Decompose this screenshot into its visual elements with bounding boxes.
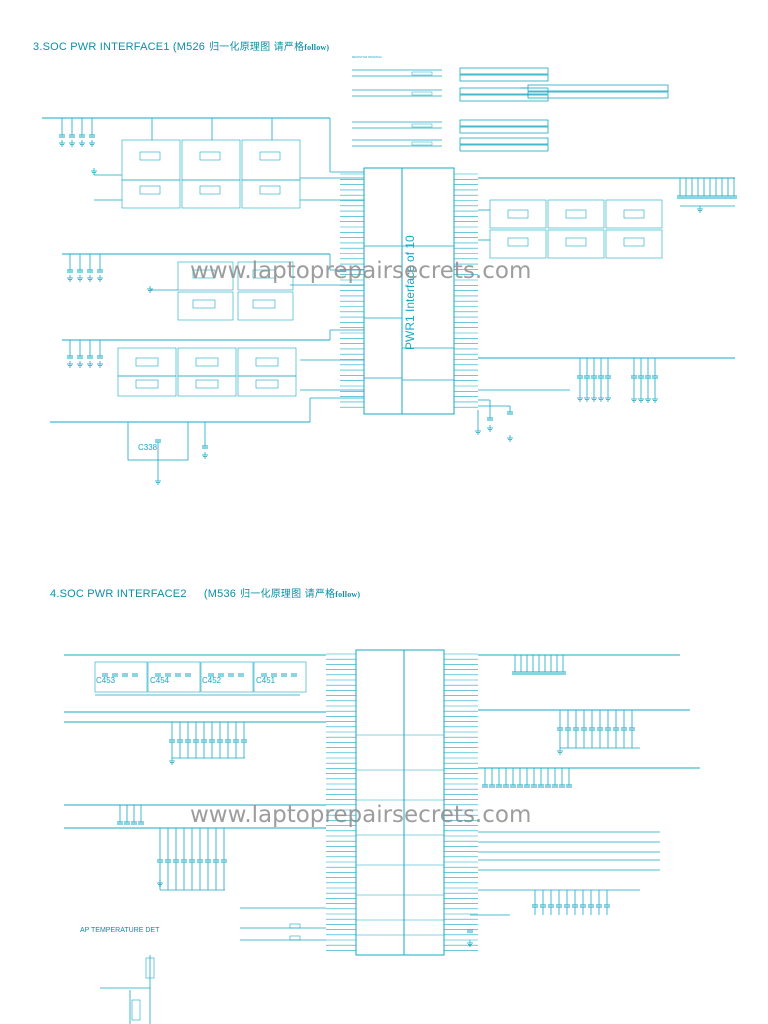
- box: [195, 379, 219, 389]
- box: [255, 379, 279, 389]
- box: [145, 957, 155, 979]
- box: [252, 269, 276, 279]
- box: [253, 661, 307, 693]
- net-label: RESISTOR PENDING: [352, 55, 382, 59]
- box: [237, 347, 297, 377]
- box: [259, 185, 281, 195]
- box: [177, 261, 234, 291]
- box: [195, 357, 219, 367]
- box: [565, 209, 587, 219]
- box: [605, 229, 663, 259]
- box: [117, 347, 177, 377]
- section-title-2-follow: follow): [335, 590, 361, 599]
- section-title-2-model: (M536: [203, 588, 237, 600]
- section-title-2-cn: 归一化原理图 请严格: [240, 589, 336, 600]
- watermark-2: www.laptoprepairsecrets.com: [190, 802, 532, 828]
- box: [177, 375, 237, 397]
- box: [363, 167, 403, 415]
- section-title-1-follow: follow): [304, 43, 330, 52]
- box: [147, 661, 201, 693]
- box: [411, 91, 433, 96]
- box: [135, 357, 159, 367]
- box: [623, 209, 645, 219]
- box: [252, 299, 276, 309]
- box: [192, 269, 216, 279]
- box: [547, 199, 605, 229]
- box: [200, 661, 254, 693]
- section-title-1-model: (M526: [172, 41, 206, 53]
- c451-label: C451: [256, 676, 276, 685]
- box: [459, 126, 549, 134]
- box: [94, 661, 148, 693]
- box: [259, 151, 281, 161]
- box: [527, 91, 669, 99]
- box: [489, 229, 547, 259]
- box: [199, 185, 221, 195]
- box: [135, 379, 159, 389]
- box: [289, 923, 301, 929]
- box: [459, 74, 549, 82]
- c338-label: C338: [138, 443, 158, 452]
- box: [237, 375, 297, 397]
- box: [403, 649, 445, 956]
- box: [401, 167, 455, 415]
- c453-label: C453: [96, 676, 116, 685]
- box: [241, 179, 301, 209]
- box: [237, 291, 294, 321]
- box: [623, 237, 645, 247]
- box: [411, 71, 433, 76]
- box: [527, 84, 669, 92]
- section-title-1-cn: 归一化原理图 请严格: [209, 42, 305, 53]
- box: [507, 237, 529, 247]
- box: [289, 935, 301, 941]
- section-title-2-text: 4.SOC PWR INTERFACE2: [50, 588, 187, 600]
- box: [459, 67, 549, 75]
- box: [411, 123, 433, 128]
- box: [121, 179, 181, 209]
- c452-label: C452: [202, 676, 222, 685]
- box: [199, 151, 221, 161]
- box: [255, 357, 279, 367]
- chip-label-1: PWR1 Interface of 10: [403, 235, 417, 350]
- box: [459, 144, 549, 152]
- box: [565, 237, 587, 247]
- box: [459, 137, 549, 145]
- box: [411, 141, 433, 146]
- box: [177, 347, 237, 377]
- box: [181, 179, 241, 209]
- box: [459, 119, 549, 127]
- box: [547, 229, 605, 259]
- box: [507, 209, 529, 219]
- box: [139, 151, 161, 161]
- box: [177, 291, 234, 321]
- section-title-1-text: 3.SOC PWR INTERFACE1: [33, 41, 170, 53]
- box: [117, 375, 177, 397]
- box: [131, 999, 141, 1021]
- c454-label: C454: [150, 676, 170, 685]
- box: [237, 261, 294, 291]
- ap-temperature-label: AP TEMPERATURE DET: [80, 927, 160, 934]
- box: [192, 299, 216, 309]
- box: [489, 199, 547, 229]
- watermark-1: www.laptoprepairsecrets.com: [190, 258, 532, 284]
- box: [605, 199, 663, 229]
- box: [139, 185, 161, 195]
